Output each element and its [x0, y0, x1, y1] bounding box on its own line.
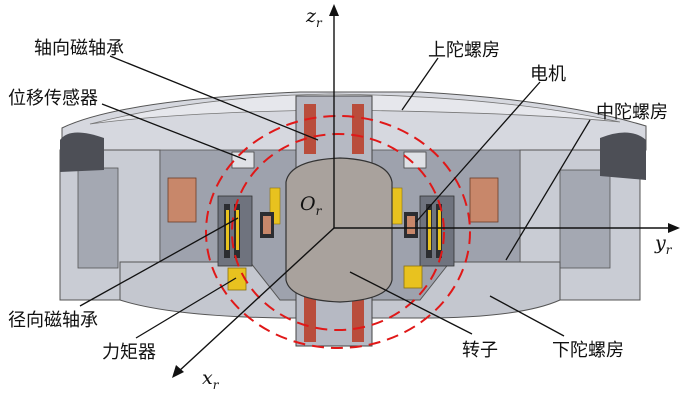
inner-dashed-circle	[231, 133, 445, 331]
leader-lines	[79, 55, 591, 339]
x-axis-arrow	[172, 365, 184, 378]
axial-coil-bottom-right	[352, 294, 364, 342]
leader-motor	[415, 81, 541, 223]
right-sensor-head	[403, 151, 427, 169]
y-axis-label: yr	[654, 232, 673, 257]
z-axis-label: zr	[305, 5, 323, 30]
leader-displacement-sensor	[101, 103, 247, 161]
left-copper-winding	[167, 177, 197, 223]
leader-torquer	[135, 277, 237, 339]
right-sensor-yellow	[391, 187, 403, 225]
leader-lower-housing	[489, 295, 565, 337]
right-housing-recess	[559, 169, 611, 269]
right-radial-bearing-stack	[419, 195, 455, 267]
y-axis-arrow	[668, 223, 680, 233]
right-copper-winding	[469, 177, 499, 223]
left-sensor-yellow	[269, 187, 281, 225]
label-rotor: 转子	[462, 340, 498, 361]
axial-coil-top-left	[304, 104, 316, 154]
x-axis-label: xr	[202, 367, 220, 392]
rotor-sphere	[285, 157, 393, 303]
label-lower-housing: 下陀螺房	[552, 340, 624, 361]
label-displacement-sensor: 位移传感器	[8, 88, 98, 109]
left-torquer-plate	[227, 267, 247, 291]
right-motor-copper	[407, 216, 415, 234]
right-torquer-plate	[403, 265, 423, 289]
leader-radial-bearing	[79, 217, 239, 307]
left-motor-copper	[263, 216, 271, 234]
left-sensor-head	[231, 151, 255, 169]
label-upper-housing: 上陀螺房	[428, 40, 500, 61]
leader-middle-housing	[505, 119, 591, 261]
label-axial-bearing: 轴向磁轴承	[34, 38, 124, 59]
origin-label: Or	[300, 193, 323, 218]
part-labels: 轴向磁轴承 位移传感器 上陀螺房 电机 中陀螺房 径向磁轴承 力矩器 转子 下陀…	[8, 38, 668, 363]
outer-dashed-circle	[205, 115, 471, 349]
coordinate-axes	[172, 4, 680, 378]
left-dark-band	[60, 132, 104, 172]
leader-rotor	[349, 271, 473, 335]
left-housing-recess	[77, 167, 119, 269]
label-torquer: 力矩器	[102, 342, 156, 363]
leader-upper-housing	[401, 57, 439, 111]
label-radial-bearing: 径向磁轴承	[8, 310, 98, 331]
axial-coil-bottom-left	[304, 294, 316, 342]
highlight-circles	[205, 115, 471, 349]
z-axis-arrow	[329, 4, 339, 16]
label-motor: 电机	[530, 64, 566, 85]
axial-coil-top-right	[352, 104, 364, 154]
label-middle-housing: 中陀螺房	[596, 102, 668, 123]
right-dark-band	[600, 132, 646, 180]
leader-axial-bearing	[109, 55, 319, 141]
gyro-body	[59, 91, 647, 347]
x-axis-line	[177, 227, 335, 373]
